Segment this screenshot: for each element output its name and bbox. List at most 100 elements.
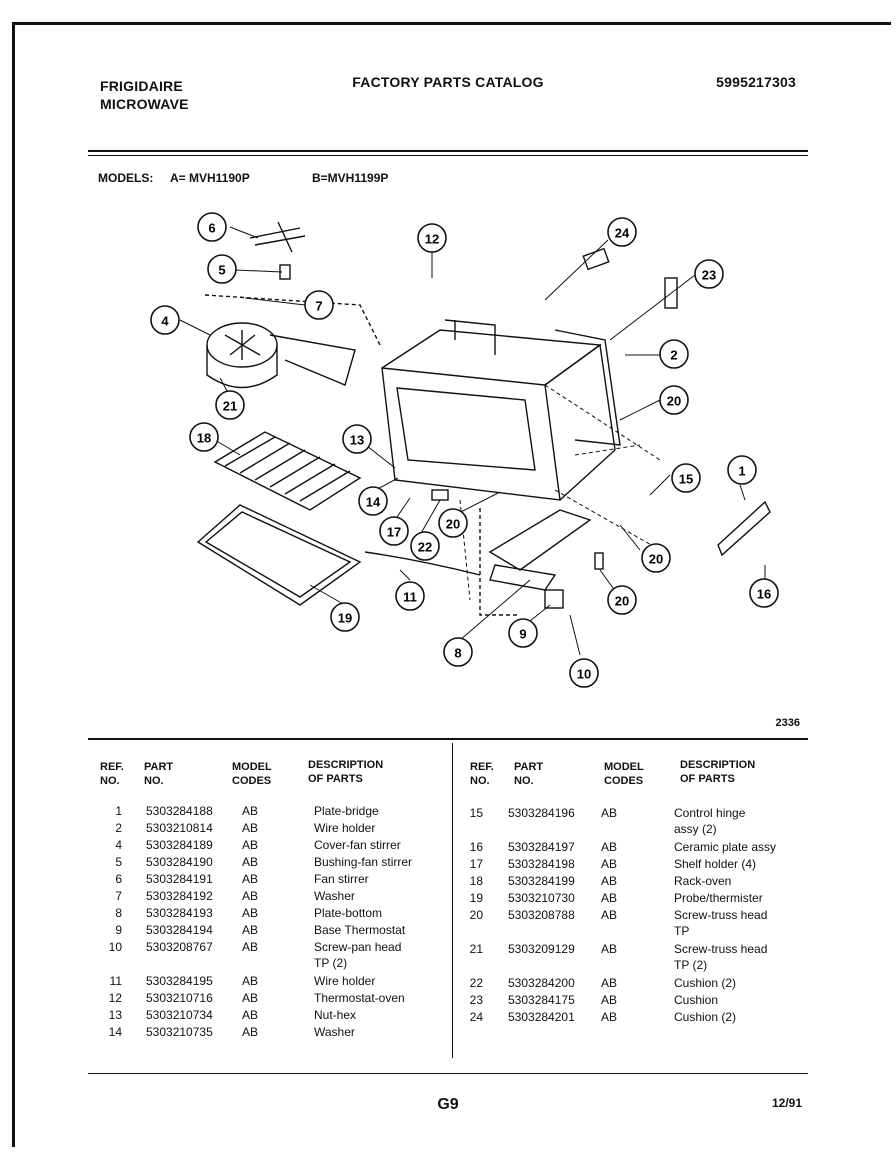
part-number: 5303284195: [146, 974, 213, 988]
callout-label: 20: [615, 594, 629, 609]
part-number: 5303208788: [508, 908, 575, 922]
model-code: AB: [601, 942, 618, 956]
part-description-cont: TP: [674, 924, 690, 938]
header-ref-no-right: REF. NO.: [470, 761, 494, 787]
part-description: Cushion (2): [674, 976, 737, 990]
callout-5: 5: [207, 254, 237, 284]
callout-label: 17: [387, 525, 401, 540]
part-number: 5303284194: [146, 923, 213, 937]
header-model-codes-right: MODEL CODES: [604, 761, 644, 787]
part-description: Thermostat-oven: [314, 991, 405, 1005]
table-top-rule: [88, 738, 808, 740]
ref-number: 7: [115, 889, 122, 903]
callout-7: 7: [304, 290, 334, 320]
callout-label: 11: [403, 590, 417, 605]
callout-2: 2: [659, 339, 689, 369]
part-number: 5303284201: [508, 1010, 575, 1024]
callout-1: 1: [727, 455, 757, 485]
header-model-codes-left: MODEL CODES: [232, 761, 272, 787]
callout-label: 13: [350, 433, 364, 448]
model-code: AB: [601, 976, 618, 990]
callout-label: 21: [223, 399, 237, 414]
part-number: 5303284200: [508, 976, 575, 990]
ref-number: 15: [469, 806, 483, 820]
header-description-right: DESCRIPTION OF PARTS: [680, 759, 756, 785]
bottom-plate-drawing: [488, 509, 592, 571]
model-code: AB: [601, 840, 618, 854]
model-code: AB: [242, 906, 259, 920]
page-number: G9: [437, 1096, 459, 1113]
callout-label: 9: [519, 627, 526, 642]
base-thermostat-drawing: [544, 589, 564, 609]
part-number: 5303210814: [146, 821, 213, 835]
part-description: Screw-truss head: [674, 942, 768, 956]
oven-rack-drawing: [213, 431, 362, 511]
part-description: Ceramic plate assy: [674, 840, 777, 854]
table-bottom-rule: [88, 1073, 808, 1074]
part-description: Screw-pan head: [314, 940, 402, 954]
figure-code: 2336: [775, 717, 800, 729]
part-description: Washer: [314, 889, 355, 903]
callout-label: 7: [315, 299, 322, 314]
ref-number: 10: [108, 940, 122, 954]
page-title: FACTORY PARTS CATALOG: [352, 74, 544, 90]
cushion-drawing: [664, 277, 678, 309]
callout-14: 14: [358, 486, 388, 516]
model-code: AB: [242, 821, 259, 835]
part-description: Wire holder: [314, 974, 376, 988]
model-code: AB: [601, 993, 618, 1007]
part-description: Cushion (2): [674, 1010, 737, 1024]
back-panel-drawing: [554, 329, 621, 446]
part-number: 5303284191: [146, 872, 213, 886]
model-code: AB: [242, 804, 259, 818]
model-code: AB: [242, 889, 259, 903]
callout-15: 15: [671, 463, 701, 493]
callout-24: 24: [607, 217, 637, 247]
ref-number: 16: [469, 840, 483, 854]
model-code: AB: [242, 923, 259, 937]
oven-cavity-drawing: [381, 367, 561, 501]
header-part-no-right: PART NO.: [514, 761, 544, 787]
model-code: AB: [601, 874, 618, 888]
callout-label: 2: [670, 348, 677, 363]
ref-number: 24: [469, 1010, 483, 1024]
part-number: 5303210730: [508, 891, 575, 905]
part-description: Cover-fan stirrer: [314, 838, 401, 852]
part-number: 5303210734: [146, 1008, 213, 1022]
part-number: 5303284196: [508, 806, 575, 820]
part-description: Screw-truss head: [674, 908, 768, 922]
part-description: Bushing-fan stirrer: [314, 855, 413, 869]
callout-label: 20: [446, 517, 460, 532]
ref-number: 11: [109, 974, 122, 988]
part-description: Fan stirrer: [314, 872, 369, 886]
ref-number: 6: [115, 872, 122, 886]
callout-9: 9: [508, 618, 538, 648]
models-label: MODELS:: [98, 171, 154, 185]
part-description: Rack-oven: [674, 874, 732, 888]
callout-label: 16: [757, 587, 771, 602]
product-type: MICROWAVE: [100, 96, 189, 112]
model-code: AB: [601, 1010, 618, 1024]
part-number: 5303284197: [508, 840, 575, 854]
ref-number: 2: [115, 821, 122, 835]
callout-label: 20: [667, 394, 681, 409]
part-description: Washer: [314, 1025, 355, 1039]
part-description-cont: assy (2): [674, 822, 717, 836]
ref-number: 17: [469, 857, 483, 871]
model-code: AB: [242, 991, 259, 1005]
model-a: A= MVH1190P: [170, 171, 250, 185]
part-number: 5303284189: [146, 838, 213, 852]
part-number: 5303284190: [146, 855, 213, 869]
model-code: AB: [242, 872, 259, 886]
ref-number: 4: [115, 838, 122, 852]
header-description-left: DESCRIPTION OF PARTS: [308, 759, 384, 785]
callout-label: 23: [702, 268, 716, 283]
callout-17: 17: [379, 516, 409, 546]
ref-number: 14: [108, 1025, 122, 1039]
ref-number: 13: [108, 1008, 122, 1022]
callout-8: 8: [443, 637, 473, 667]
callout-label: 12: [425, 232, 439, 247]
part-description: Wire holder: [314, 821, 376, 835]
callout-12: 12: [417, 223, 447, 253]
